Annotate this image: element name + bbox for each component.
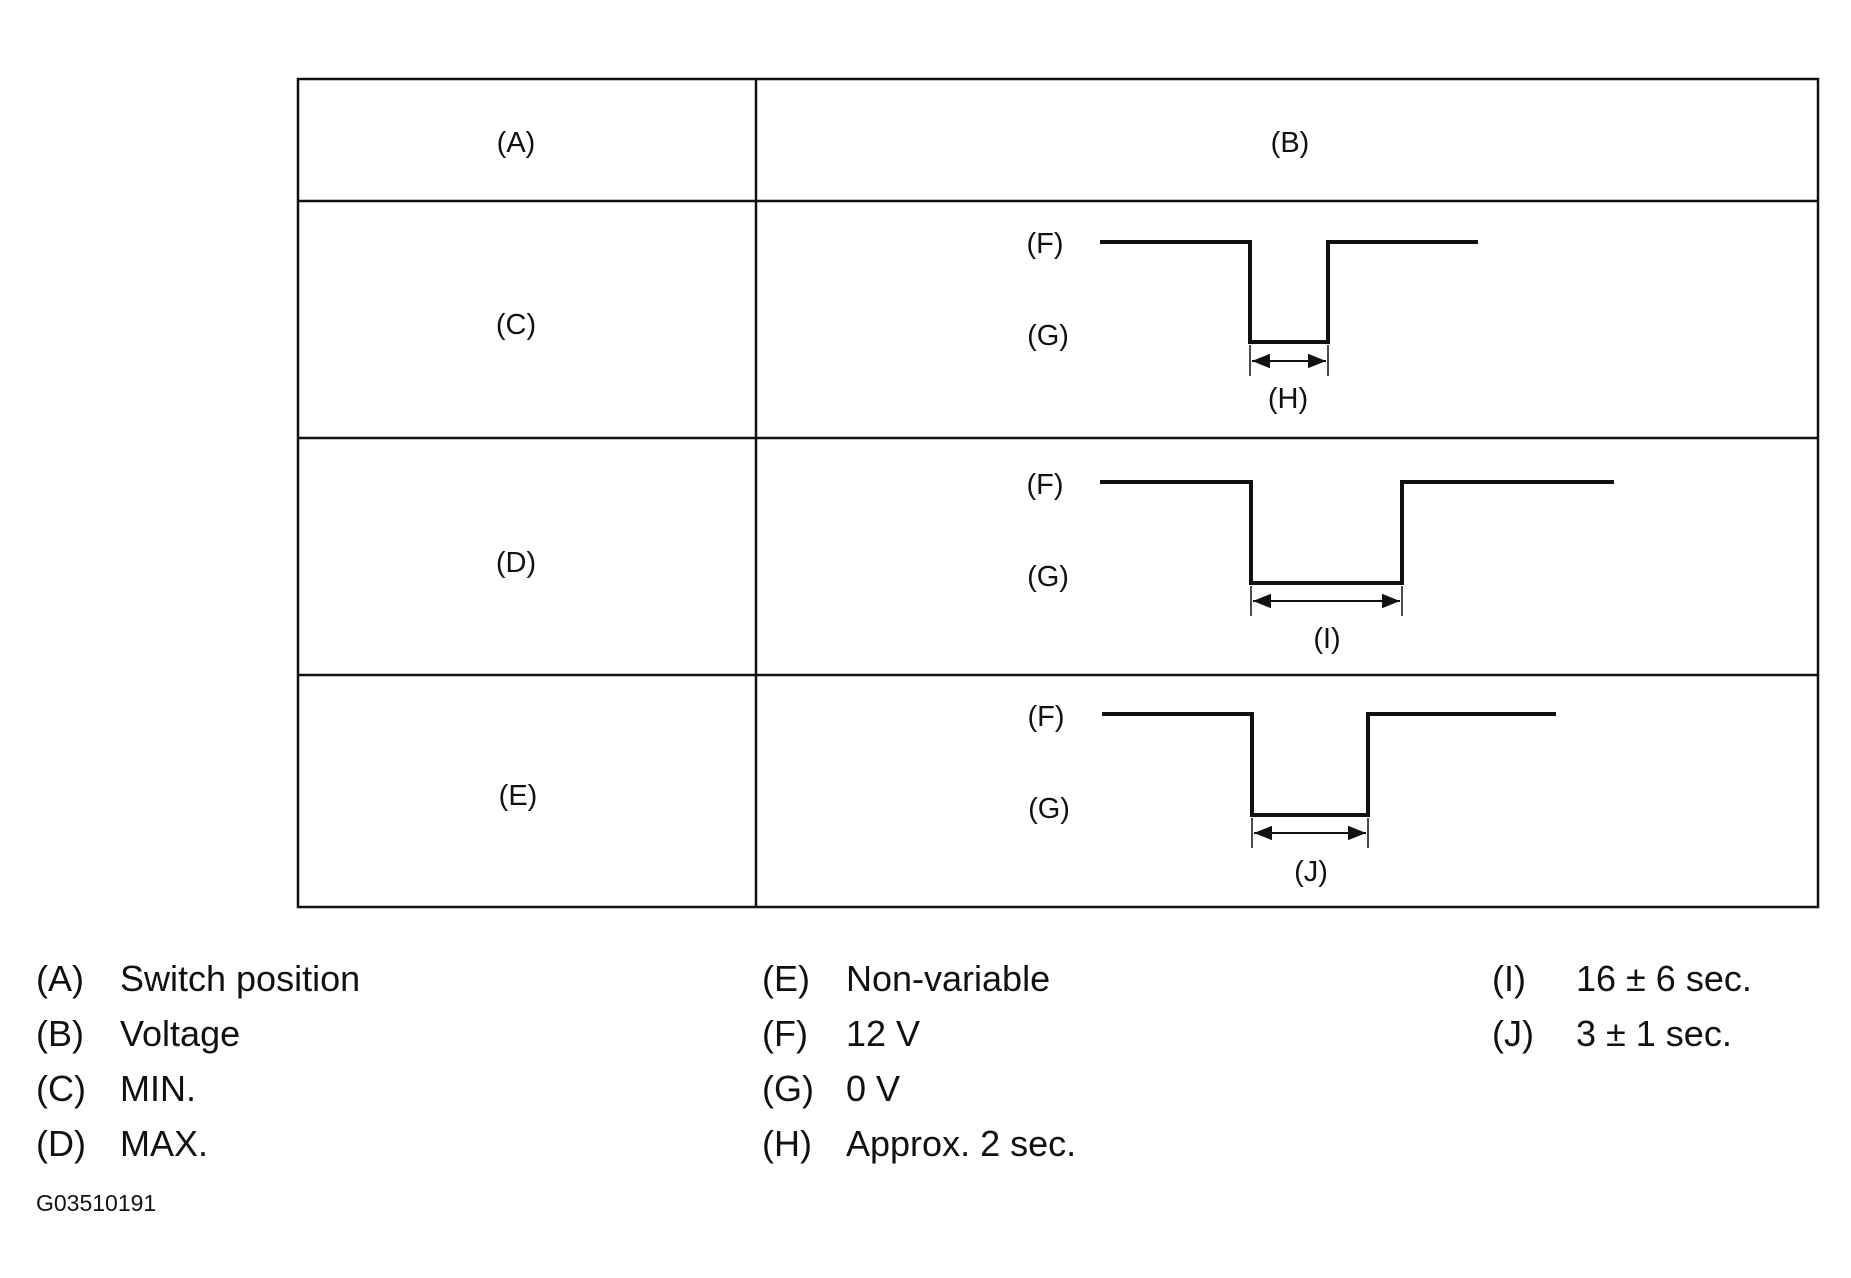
table-grid [296, 77, 1820, 909]
row-min: (C) (F) (G) (H) [496, 228, 1478, 415]
legend-key: (G) [762, 1068, 814, 1109]
legend-text: Approx. 2 sec. [846, 1123, 1077, 1164]
level-high-label: (F) [1026, 469, 1063, 501]
level-low-label: (G) [1028, 793, 1070, 825]
legend-key: (H) [762, 1123, 812, 1164]
legend-key: (J) [1492, 1013, 1534, 1054]
duration-label: (J) [1294, 856, 1328, 888]
level-low-label: (G) [1027, 561, 1069, 593]
legend-key: (D) [36, 1123, 86, 1164]
row-position-label: (C) [496, 309, 536, 341]
row-position-label: (E) [499, 780, 538, 812]
voltage-waveform [1100, 240, 1478, 344]
duration-label: (I) [1313, 623, 1340, 655]
legend-text: Non-variable [846, 958, 1051, 999]
legend-text: 0 V [846, 1068, 901, 1109]
legend-key: (A) [36, 958, 84, 999]
voltage-waveform [1100, 480, 1614, 585]
legend-text: Switch position [120, 958, 361, 999]
legend-key: (F) [762, 1013, 808, 1054]
row-position-label: (D) [496, 547, 536, 579]
legend-text: MAX. [120, 1123, 209, 1164]
header-voltage: (B) [1271, 127, 1310, 159]
figure-id: G03510191 [36, 1190, 157, 1216]
legend-text: Voltage [120, 1013, 241, 1054]
legend-key: (I) [1492, 958, 1526, 999]
legend-key: (B) [36, 1013, 84, 1054]
row-max: (D) (F) (G) (I) [496, 469, 1614, 655]
legend-text: 16 ± 6 sec. [1576, 958, 1752, 999]
duration-label: (H) [1268, 383, 1308, 415]
voltage-waveform [1102, 712, 1556, 817]
legend-text: 3 ± 1 sec. [1576, 1013, 1732, 1054]
legend-text: 12 V [846, 1013, 921, 1054]
row-non-variable: (E) (F) (G) (J) [499, 701, 1556, 888]
level-high-label: (F) [1027, 701, 1064, 733]
legend-text: MIN. [120, 1068, 196, 1109]
legend-key: (E) [762, 958, 810, 999]
level-high-label: (F) [1026, 228, 1063, 260]
legend-key: (C) [36, 1068, 86, 1109]
header-switch-position: (A) [497, 127, 536, 159]
level-low-label: (G) [1027, 320, 1069, 352]
